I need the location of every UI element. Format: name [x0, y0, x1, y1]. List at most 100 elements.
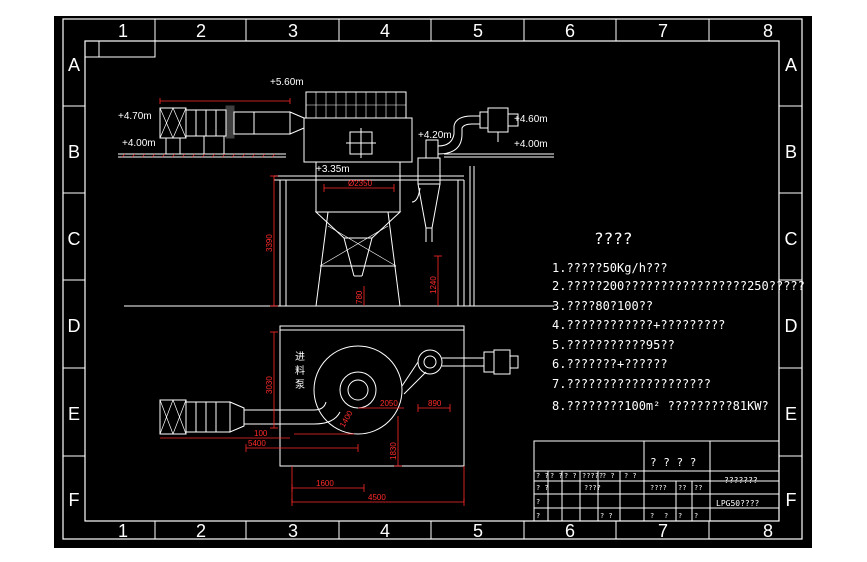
col-label-bottom-8: 8: [763, 521, 773, 541]
elevation-label-400-left: +4.00m: [122, 138, 156, 149]
title-block-org: ???????: [724, 476, 758, 485]
row-label-right-f: F: [786, 490, 797, 510]
title-block-cell-1: ? ?: [536, 472, 549, 480]
dim-1600: 1600: [316, 479, 334, 488]
notes-title: ????: [594, 229, 633, 248]
col-label-top-3: 3: [288, 21, 298, 41]
plan-view: [159, 325, 519, 467]
elevation-label-470: +4.70m: [118, 111, 152, 122]
col-label-bottom-6: 6: [565, 521, 575, 541]
elevation-view: [118, 91, 554, 307]
note-line-4: 4.????????????+?????????: [552, 318, 725, 332]
dim-2350: Ø2350: [348, 179, 373, 188]
inlet-label-char-2: 料: [295, 364, 305, 377]
title-block-cell-15: ?: [650, 512, 654, 520]
note-line-8: 8.????????100m² ?????????81KW?: [552, 399, 769, 413]
title-block-cell-12: ?: [536, 498, 540, 506]
title-block-cell-17: ?: [678, 512, 682, 520]
note-line-5: 5.???????????95??: [552, 338, 675, 352]
col-label-bottom-4: 4: [380, 521, 390, 541]
title-block-cell-11: ??: [694, 484, 702, 492]
note-line-1: 1.?????50Kg/h???: [552, 261, 668, 275]
title-block-cell-9: ????: [650, 484, 667, 492]
dim-1240: 1240: [429, 276, 438, 294]
outer-frame: [62, 18, 803, 540]
title-block-cell-5: ? ?: [602, 472, 615, 480]
title-block-cell-13: ?: [536, 512, 540, 520]
technical-notes: ???? 1.?????50Kg/h??? 2.?????200????????…: [552, 229, 805, 413]
dim-2050: 2050: [380, 399, 398, 408]
dim-780: 780: [355, 290, 364, 304]
col-label-bottom-2: 2: [196, 521, 206, 541]
dim-1400: 1400: [338, 409, 355, 429]
title-block-cell-16: ?: [664, 512, 668, 520]
row-label-left-b: B: [68, 142, 80, 162]
row-label-right-e: E: [785, 404, 797, 424]
row-label-left-a: A: [68, 55, 80, 75]
dim-890: 890: [428, 399, 442, 408]
title-block-cell-8: ? ?: [536, 484, 549, 492]
dim-5400: 5400: [248, 439, 266, 448]
note-line-6: 6.???????+??????: [552, 357, 668, 371]
row-label-right-a: A: [785, 55, 797, 75]
title-block-cell-4: ?????: [582, 472, 603, 480]
col-label-bottom-5: 5: [473, 521, 483, 541]
stamp-box: [84, 40, 156, 58]
row-label-right-c: C: [785, 229, 798, 249]
inlet-label-char-1: 进: [295, 351, 305, 363]
title-block-cell-14: ? ?: [600, 512, 613, 520]
title-block-cell-7: ????: [584, 484, 601, 492]
title-block-cell-6: ? ?: [624, 472, 637, 480]
drawing-viewport: 1 2 3 4 5 6 7 8 1 2 3 4 5 6 7 8 A B C D …: [54, 16, 812, 548]
column-dividers: [154, 19, 710, 539]
title-block-cell-2: ? ?: [550, 472, 563, 480]
row-label-left-f: F: [69, 490, 80, 510]
elevation-labels: +5.60m +4.70m +4.00m +4.60m +4.00m +4.20…: [118, 77, 548, 175]
title-block-name: ? ? ? ?: [650, 456, 696, 469]
column-labels: 1 2 3 4 5 6 7 8 1 2 3 4 5 6 7 8: [118, 21, 773, 541]
row-labels: A B C D E F A B C D E F: [68, 55, 798, 510]
row-label-left-d: D: [68, 316, 81, 336]
col-label-bottom-7: 7: [658, 521, 668, 541]
plan-dimensions: [160, 331, 465, 506]
title-block-cell-18: ?: [694, 512, 698, 520]
note-line-3: 3.????80?100??: [552, 299, 653, 313]
row-label-left-e: E: [68, 404, 80, 424]
dim-100: 100: [254, 429, 268, 438]
inlet-label-char-3: 泵: [295, 379, 305, 391]
row-label-right-d: D: [785, 316, 798, 336]
col-label-top-5: 5: [473, 21, 483, 41]
dim-1830: 1830: [389, 442, 398, 460]
elevation-dimensions: [159, 98, 442, 307]
row-label-left-c: C: [68, 229, 81, 249]
elevation-label-560: +5.60m: [270, 77, 304, 88]
elevation-label-335: +3.35m: [316, 164, 350, 175]
note-line-7: 7.????????????????????: [552, 377, 711, 391]
title-block-cell-10: ??: [678, 484, 686, 492]
dim-3030: 3030: [265, 376, 274, 394]
col-label-top-1: 1: [118, 21, 128, 41]
dim-4500: 4500: [368, 493, 386, 502]
title-block-text: ? ? ? ? ??????? LPG50???? ? ? ? ? ? ? ??…: [536, 456, 760, 520]
col-label-bottom-3: 3: [288, 521, 298, 541]
title-block: [533, 440, 780, 522]
col-label-top-7: 7: [658, 21, 668, 41]
inner-frame: [84, 40, 780, 522]
dimension-labels: Ø2350 3390 1240 780 3030 2050 890 1830 1…: [248, 179, 442, 502]
col-label-top-2: 2: [196, 21, 206, 41]
col-label-top-6: 6: [565, 21, 575, 41]
dim-3390: 3390: [265, 234, 274, 252]
col-label-bottom-1: 1: [118, 521, 128, 541]
col-label-top-4: 4: [380, 21, 390, 41]
elevation-label-420: +4.20m: [418, 130, 452, 141]
note-line-2: 2.?????200?????????????????250?????: [552, 279, 805, 293]
title-block-cell-3: ? ?: [564, 472, 577, 480]
row-label-right-b: B: [785, 142, 797, 162]
col-label-top-8: 8: [763, 21, 773, 41]
inlet-label: 进 料 泵: [295, 351, 305, 391]
title-block-code: LPG50????: [716, 499, 760, 508]
row-dividers: [63, 105, 802, 457]
elevation-label-400-right: +4.00m: [514, 139, 548, 150]
cad-drawing: 1 2 3 4 5 6 7 8 1 2 3 4 5 6 7 8 A B C D …: [62, 18, 805, 541]
elevation-label-460: +4.60m: [514, 114, 548, 125]
